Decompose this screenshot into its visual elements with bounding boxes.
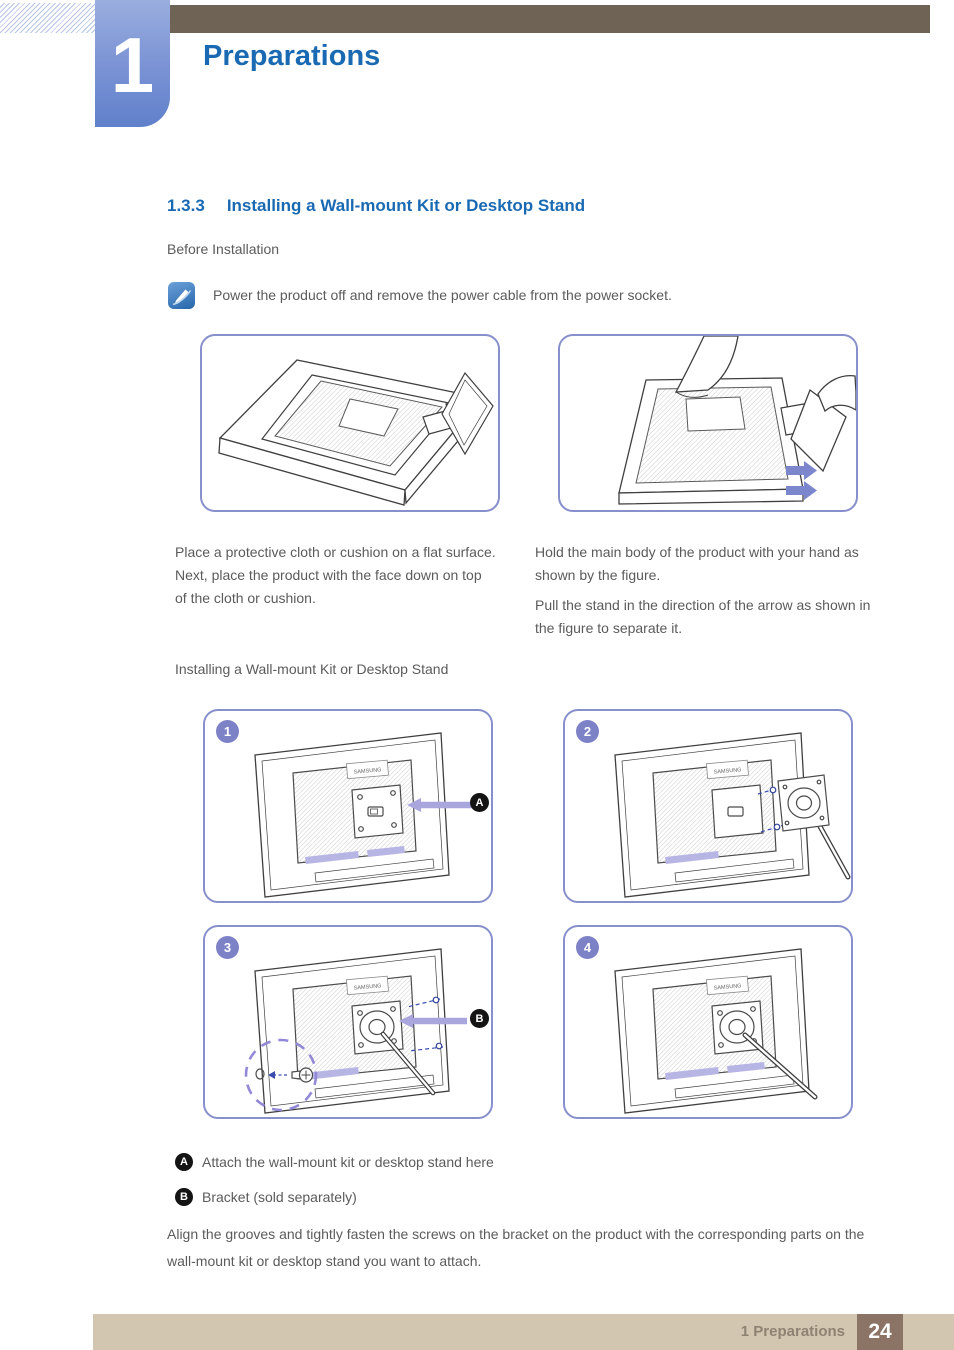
- chapter-title: Preparations: [203, 40, 381, 72]
- chapter-tab: 1: [95, 0, 170, 127]
- before-installation-label: Before Installation: [167, 241, 280, 257]
- hatch-pattern: [0, 3, 95, 33]
- installing-label: Installing a Wall-mount Kit or Desktop S…: [175, 661, 449, 677]
- marker-b-badge: B: [470, 1009, 489, 1028]
- chapter-number: 1: [110, 21, 155, 109]
- step-box-4: 4 SAMSUNG: [563, 925, 853, 1119]
- pen-icon: [168, 282, 195, 309]
- direction-arrows: [786, 461, 817, 500]
- footer-section-label: 1 Preparations: [740, 1323, 845, 1340]
- note-text: Power the product off and remove the pow…: [213, 287, 672, 303]
- legend-badge-a: A: [175, 1153, 193, 1171]
- bracket-align-illustration: SAMSUNG: [614, 732, 851, 898]
- section-title: Installing a Wall-mount Kit or Desktop S…: [226, 196, 586, 215]
- legend-text-a: Attach the wall-mount kit or desktop sta…: [202, 1154, 494, 1170]
- samsung-label: SAMSUNG: [354, 767, 382, 775]
- samsung-label: SAMSUNG: [354, 983, 382, 991]
- header-bar: [170, 5, 930, 33]
- section-heading: 1.3.3 Installing a Wall-mount Kit or Desk…: [167, 196, 585, 216]
- legend-row-a: A Attach the wall-mount kit or desktop s…: [175, 1152, 494, 1172]
- samsung-label: SAMSUNG: [714, 767, 742, 775]
- callout-arrow-a: [407, 798, 473, 812]
- page-number-badge: 24: [857, 1314, 903, 1350]
- step-box-2: 2 SAMSUNG: [563, 709, 853, 903]
- figure-separate-stand: [558, 334, 858, 512]
- step-badge-2: 2: [576, 720, 599, 743]
- callout-arrow-b: [399, 1014, 467, 1028]
- step-badge-1: 1: [216, 720, 239, 743]
- step-box-3: 3 SAMSUNG: [203, 925, 493, 1119]
- caption-hold-body: Hold the main body of the product with y…: [535, 544, 859, 583]
- caption-separate-stand: Hold the main body of the product with y…: [535, 541, 887, 640]
- monitor-on-cushion-illustration: [218, 359, 494, 506]
- monitor-back-mount-point-illustration: SAMSUNG: [254, 732, 473, 898]
- screw-detail-zoom: [244, 1038, 318, 1112]
- legend-text-b: Bracket (sold separately): [202, 1189, 357, 1205]
- fasten-screws-illustration: SAMSUNG: [244, 948, 467, 1114]
- step-box-1: 1 SAMSUNG: [203, 709, 493, 903]
- stand-removal-illustration: [618, 336, 856, 505]
- wall-mount-bracket: [777, 774, 830, 832]
- caption-pull-stand: Pull the stand in the direction of the a…: [535, 597, 871, 636]
- step-badge-4: 4: [576, 936, 599, 959]
- footer-bar: 1 Preparations 24: [93, 1314, 954, 1350]
- caption-place-face-down: Place a protective cloth or cushion on a…: [175, 544, 496, 606]
- section-number: 1.3.3: [167, 196, 205, 215]
- legend-row-b: B Bracket (sold separately): [175, 1187, 357, 1207]
- step-badge-3: 3: [216, 936, 239, 959]
- closing-paragraph: Align the grooves and tightly fasten the…: [167, 1226, 865, 1269]
- bracket-attached-illustration: SAMSUNG: [614, 948, 818, 1114]
- marker-a-badge: A: [470, 793, 489, 812]
- legend-badge-b: B: [175, 1188, 193, 1206]
- figure-place-face-down: [200, 334, 500, 512]
- samsung-label: SAMSUNG: [714, 983, 742, 991]
